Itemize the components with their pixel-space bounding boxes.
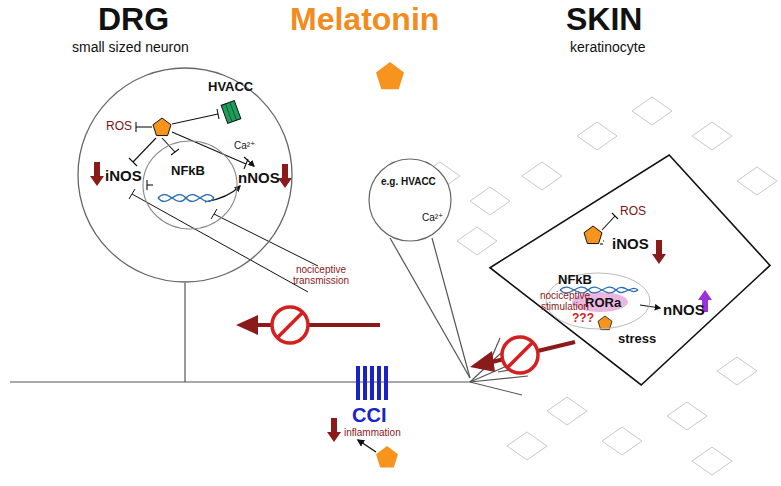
drg-pathways — [129, 101, 254, 202]
enzyme-label: iNOS — [105, 168, 142, 185]
keratinocyte-inhibition — [600, 243, 603, 244]
enzyme-label: nNOS — [663, 302, 705, 319]
neuron-cell-body: ROS HVACC Ca²⁺ iNOS nNOS NFkB — [77, 67, 293, 283]
inhibition-lines — [129, 189, 318, 292]
injury-label: CCI — [352, 404, 386, 426]
factor-label: NFkB — [558, 273, 592, 287]
enzyme-label: iNOS — [612, 236, 649, 253]
skin-tiles — [420, 97, 777, 475]
enzyme-label: nNOS — [238, 170, 280, 187]
ion-label: Ca²⁺ — [234, 140, 255, 151]
node-outline — [142, 140, 238, 230]
channel-label: HVACC — [208, 80, 253, 94]
dna-helix — [158, 195, 214, 202]
callout-circle: e.g. HVACC Ca²⁺ — [368, 158, 452, 242]
diagram-title: Melatonin — [290, 2, 439, 37]
nucleus: NFkB — [142, 140, 238, 230]
process-note: nociceptive transmission — [290, 264, 352, 286]
unknown-label: ??? — [572, 312, 594, 325]
molecule-label: ROS — [106, 120, 132, 133]
factor-label: NFkB — [171, 164, 205, 178]
process-note: nociceptive stimulation — [530, 290, 600, 312]
ion-label: Ca²⁺ — [422, 212, 443, 223]
blocked-transmission — [236, 307, 380, 343]
node-outline — [490, 155, 770, 385]
cell-subheading: small sized neuron — [72, 40, 189, 55]
cci-ligatures — [356, 366, 388, 400]
stress-label: stress — [618, 332, 656, 346]
cell-heading: DRG — [98, 2, 169, 37]
channel-label: e.g. HVACC — [381, 176, 436, 187]
melatonin-arrow — [358, 440, 376, 452]
keratinocyte-pathways — [560, 213, 660, 330]
cell-heading: SKIN — [566, 2, 642, 37]
blocked-stimulation — [470, 337, 575, 373]
node-outline — [368, 158, 452, 242]
receptor-label: RORa — [585, 296, 621, 310]
molecule-label: ROS — [620, 205, 646, 218]
keratinocyte-cell: ROS iNOS nNOS stress NFkB RORa??? — [490, 155, 770, 385]
process-note: inflammation — [344, 427, 401, 438]
cell-subheading: keratinocyte — [570, 40, 645, 55]
melatonin-molecule — [376, 62, 404, 89]
neuron — [10, 238, 528, 395]
